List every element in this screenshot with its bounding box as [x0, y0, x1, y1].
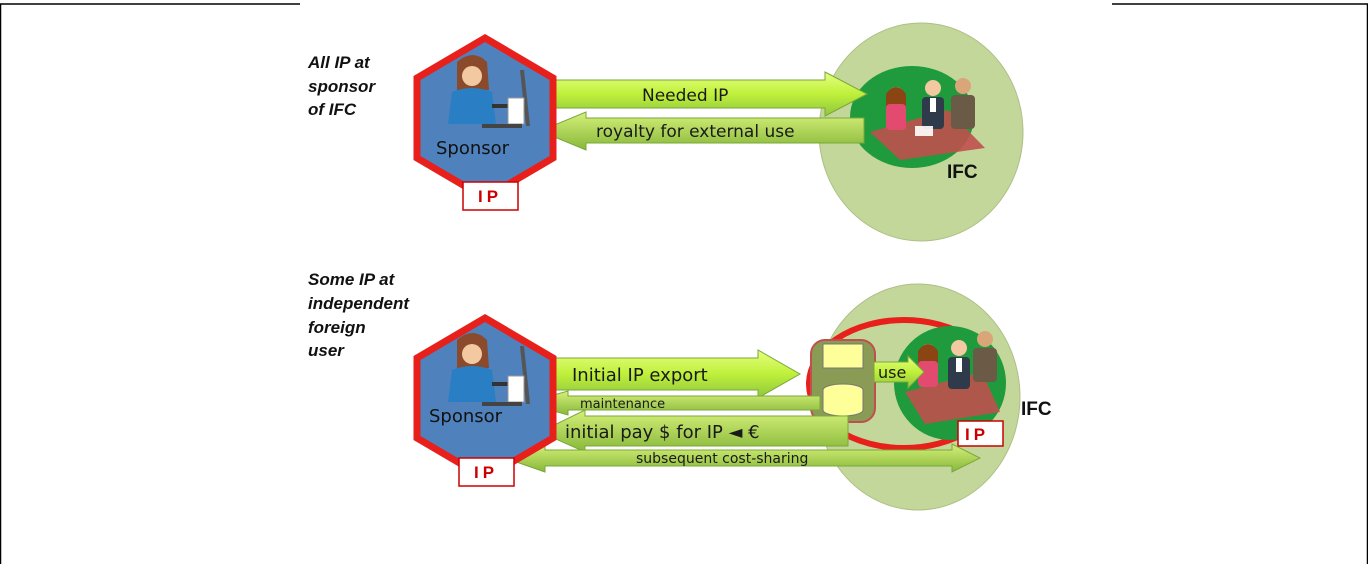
- initial-export-label: Initial IP export: [572, 365, 708, 386]
- caption-bottom-line: Some IP at: [308, 270, 396, 289]
- use-label: use: [878, 363, 906, 382]
- computer-user-icon: [448, 55, 530, 128]
- meeting-people-icon: [870, 78, 985, 160]
- caption-top-line: All IP at: [307, 53, 371, 72]
- royalty-arrow: [538, 111, 865, 151]
- ifc-ip-badge: [957, 420, 1004, 447]
- ip-badge-label: IP: [474, 463, 498, 482]
- ifc-label: IFC: [947, 162, 978, 183]
- ifc-ip-badge-label: IP: [965, 425, 989, 444]
- caption-bottom: Some IP at independent foreign user: [308, 270, 414, 360]
- initial-export-arrow: [546, 349, 802, 399]
- needed-ip-arrow: [546, 71, 869, 117]
- caption-bottom-line: foreign: [308, 318, 366, 337]
- caption-top: All IP at sponsor of IFC: [307, 53, 380, 119]
- royalty-label: royalty for external use: [596, 122, 795, 142]
- caption-top-line: sponsor: [308, 77, 376, 96]
- initial-pay-arrow: [538, 409, 849, 453]
- ip-badge: [462, 181, 519, 211]
- use-arrow: [873, 354, 925, 390]
- meeting-people-icon: [905, 331, 1000, 424]
- scenario-bottom: Some IP at independent foreign user IFC …: [308, 270, 1052, 511]
- scenario-top: All IP at sponsor of IFC IFC Needed IP r…: [307, 22, 1024, 242]
- cost-sharing-label: subsequent cost-sharing: [636, 451, 808, 467]
- maintenance-label: maintenance: [580, 397, 665, 412]
- caption-top-line: of IFC: [308, 100, 357, 119]
- caption-bottom-line: user: [308, 341, 345, 360]
- ip-badge: [458, 457, 515, 487]
- caption-bottom-line: independent: [308, 294, 410, 313]
- maintenance-arrow: [523, 390, 821, 416]
- ifc-label: IFC: [1021, 399, 1052, 420]
- database-icon: [822, 343, 864, 417]
- computer-user-icon: [448, 333, 530, 406]
- sponsor-label: Sponsor: [436, 138, 510, 159]
- initial-pay-label: initial pay $ for IP ◄ €: [565, 422, 760, 443]
- sponsor-label: Sponsor: [429, 406, 503, 427]
- needed-ip-label: Needed IP: [642, 86, 728, 106]
- ip-badge-label: IP: [478, 187, 502, 206]
